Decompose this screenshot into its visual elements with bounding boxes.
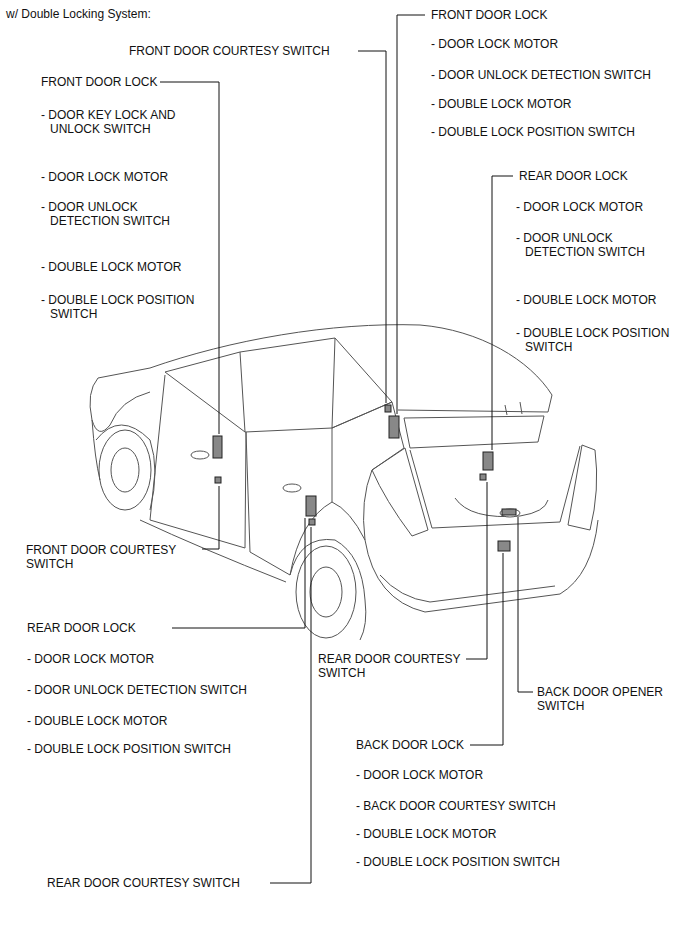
car-outline [332, 402, 404, 540]
wheel [99, 430, 151, 510]
lock-component [309, 519, 315, 525]
lock-component [480, 474, 486, 480]
lock-component [213, 436, 222, 458]
part-label: REAR DOOR COURTESY SWITCH [47, 876, 240, 890]
sub-part-label: - DOUBLE LOCK POSITION SWITCH [27, 742, 231, 756]
car-outline [365, 520, 598, 612]
wheel [111, 448, 139, 492]
door-handle [191, 451, 209, 459]
sub-part-label: - DOUBLE LOCK POSITION SWITCH [516, 326, 685, 354]
sub-part-label: - DOOR LOCK MOTOR [27, 652, 154, 666]
sub-part-label: - DOUBLE LOCK MOTOR [27, 714, 167, 728]
part-label: BACK DOOR OPENER SWITCH [537, 685, 669, 713]
lock-component [215, 477, 221, 483]
leader-line [202, 486, 219, 549]
sub-part-label: - DOOR UNLOCK DETECTION SWITCH [41, 200, 210, 228]
car-outline [240, 338, 335, 432]
sub-part-label: - DOOR LOCK MOTOR [516, 200, 685, 214]
lock-component [502, 509, 516, 515]
sub-part-label: - DOUBLE LOCK MOTOR [516, 293, 685, 307]
leader-line [270, 527, 311, 883]
leader-line [466, 482, 487, 659]
leader-line [518, 517, 533, 692]
lock-component [389, 416, 399, 438]
wheel [310, 567, 342, 617]
leader-line [470, 553, 503, 745]
car-outline [404, 416, 544, 448]
car-outline [372, 448, 428, 536]
sub-part-label: - DOOR UNLOCK DETECTION SWITCH [27, 683, 247, 697]
part-label: REAR DOOR LOCK [27, 621, 136, 635]
leader-line [492, 176, 513, 450]
part-label: BACK DOOR LOCK [356, 738, 464, 752]
leader-line [358, 51, 386, 403]
lock-component [483, 452, 493, 470]
car-outline [505, 402, 522, 415]
sub-part-label: - DOUBLE LOCK MOTOR [431, 97, 571, 111]
sub-part-label: - DOOR LOCK MOTOR [41, 170, 210, 184]
lock-component [306, 496, 316, 516]
lock-component [385, 405, 391, 412]
door-handle [500, 509, 520, 517]
sub-part-label: - DOUBLE LOCK POSITION SWITCH [431, 125, 635, 139]
part-label: FRONT DOOR COURTESY SWITCH [26, 543, 186, 571]
sub-part-label: - DOOR UNLOCK DETECTION SWITCH [431, 68, 651, 82]
part-label: REAR DOOR COURTESY SWITCH [318, 652, 468, 680]
car-outline [290, 539, 366, 640]
car-outline [165, 338, 392, 432]
car-outline [455, 498, 548, 517]
title: w/ Double Locking System: [6, 7, 151, 21]
leader-line [172, 518, 305, 628]
sub-part-label: - DOOR KEY LOCK AND UNLOCK SWITCH [41, 108, 210, 136]
leader-line [397, 15, 425, 414]
car-outline [410, 446, 580, 528]
car-outline [380, 575, 555, 602]
lock-component [498, 541, 510, 551]
part-label: FRONT DOOR COURTESY SWITCH [129, 44, 330, 58]
door-handle [283, 484, 301, 492]
sub-part-label: - DOUBLE LOCK MOTOR [356, 827, 496, 841]
sub-part-label: - DOUBLE LOCK POSITION SWITCH [41, 293, 210, 321]
part-label: REAR DOOR LOCK [519, 169, 628, 183]
leader-line [160, 82, 219, 434]
sub-part-label: - DOUBLE LOCK MOTOR [41, 260, 210, 274]
car-outline [96, 425, 155, 510]
part-label: FRONT DOOR LOCK [431, 8, 547, 22]
sub-part-label: - DOUBLE LOCK POSITION SWITCH [356, 855, 560, 869]
sub-part-label: - BACK DOOR COURTESY SWITCH [356, 799, 556, 813]
car-outline [90, 368, 150, 431]
sub-part-label: - DOOR LOCK MOTOR [356, 768, 483, 782]
car-outline [246, 428, 332, 575]
part-label: FRONT DOOR LOCK [41, 75, 157, 89]
sub-part-label: - DOOR LOCK MOTOR [431, 37, 558, 51]
car-outline [568, 445, 597, 530]
car-outline [150, 375, 246, 548]
sub-part-label: - DOOR UNLOCK DETECTION SWITCH [516, 231, 685, 259]
